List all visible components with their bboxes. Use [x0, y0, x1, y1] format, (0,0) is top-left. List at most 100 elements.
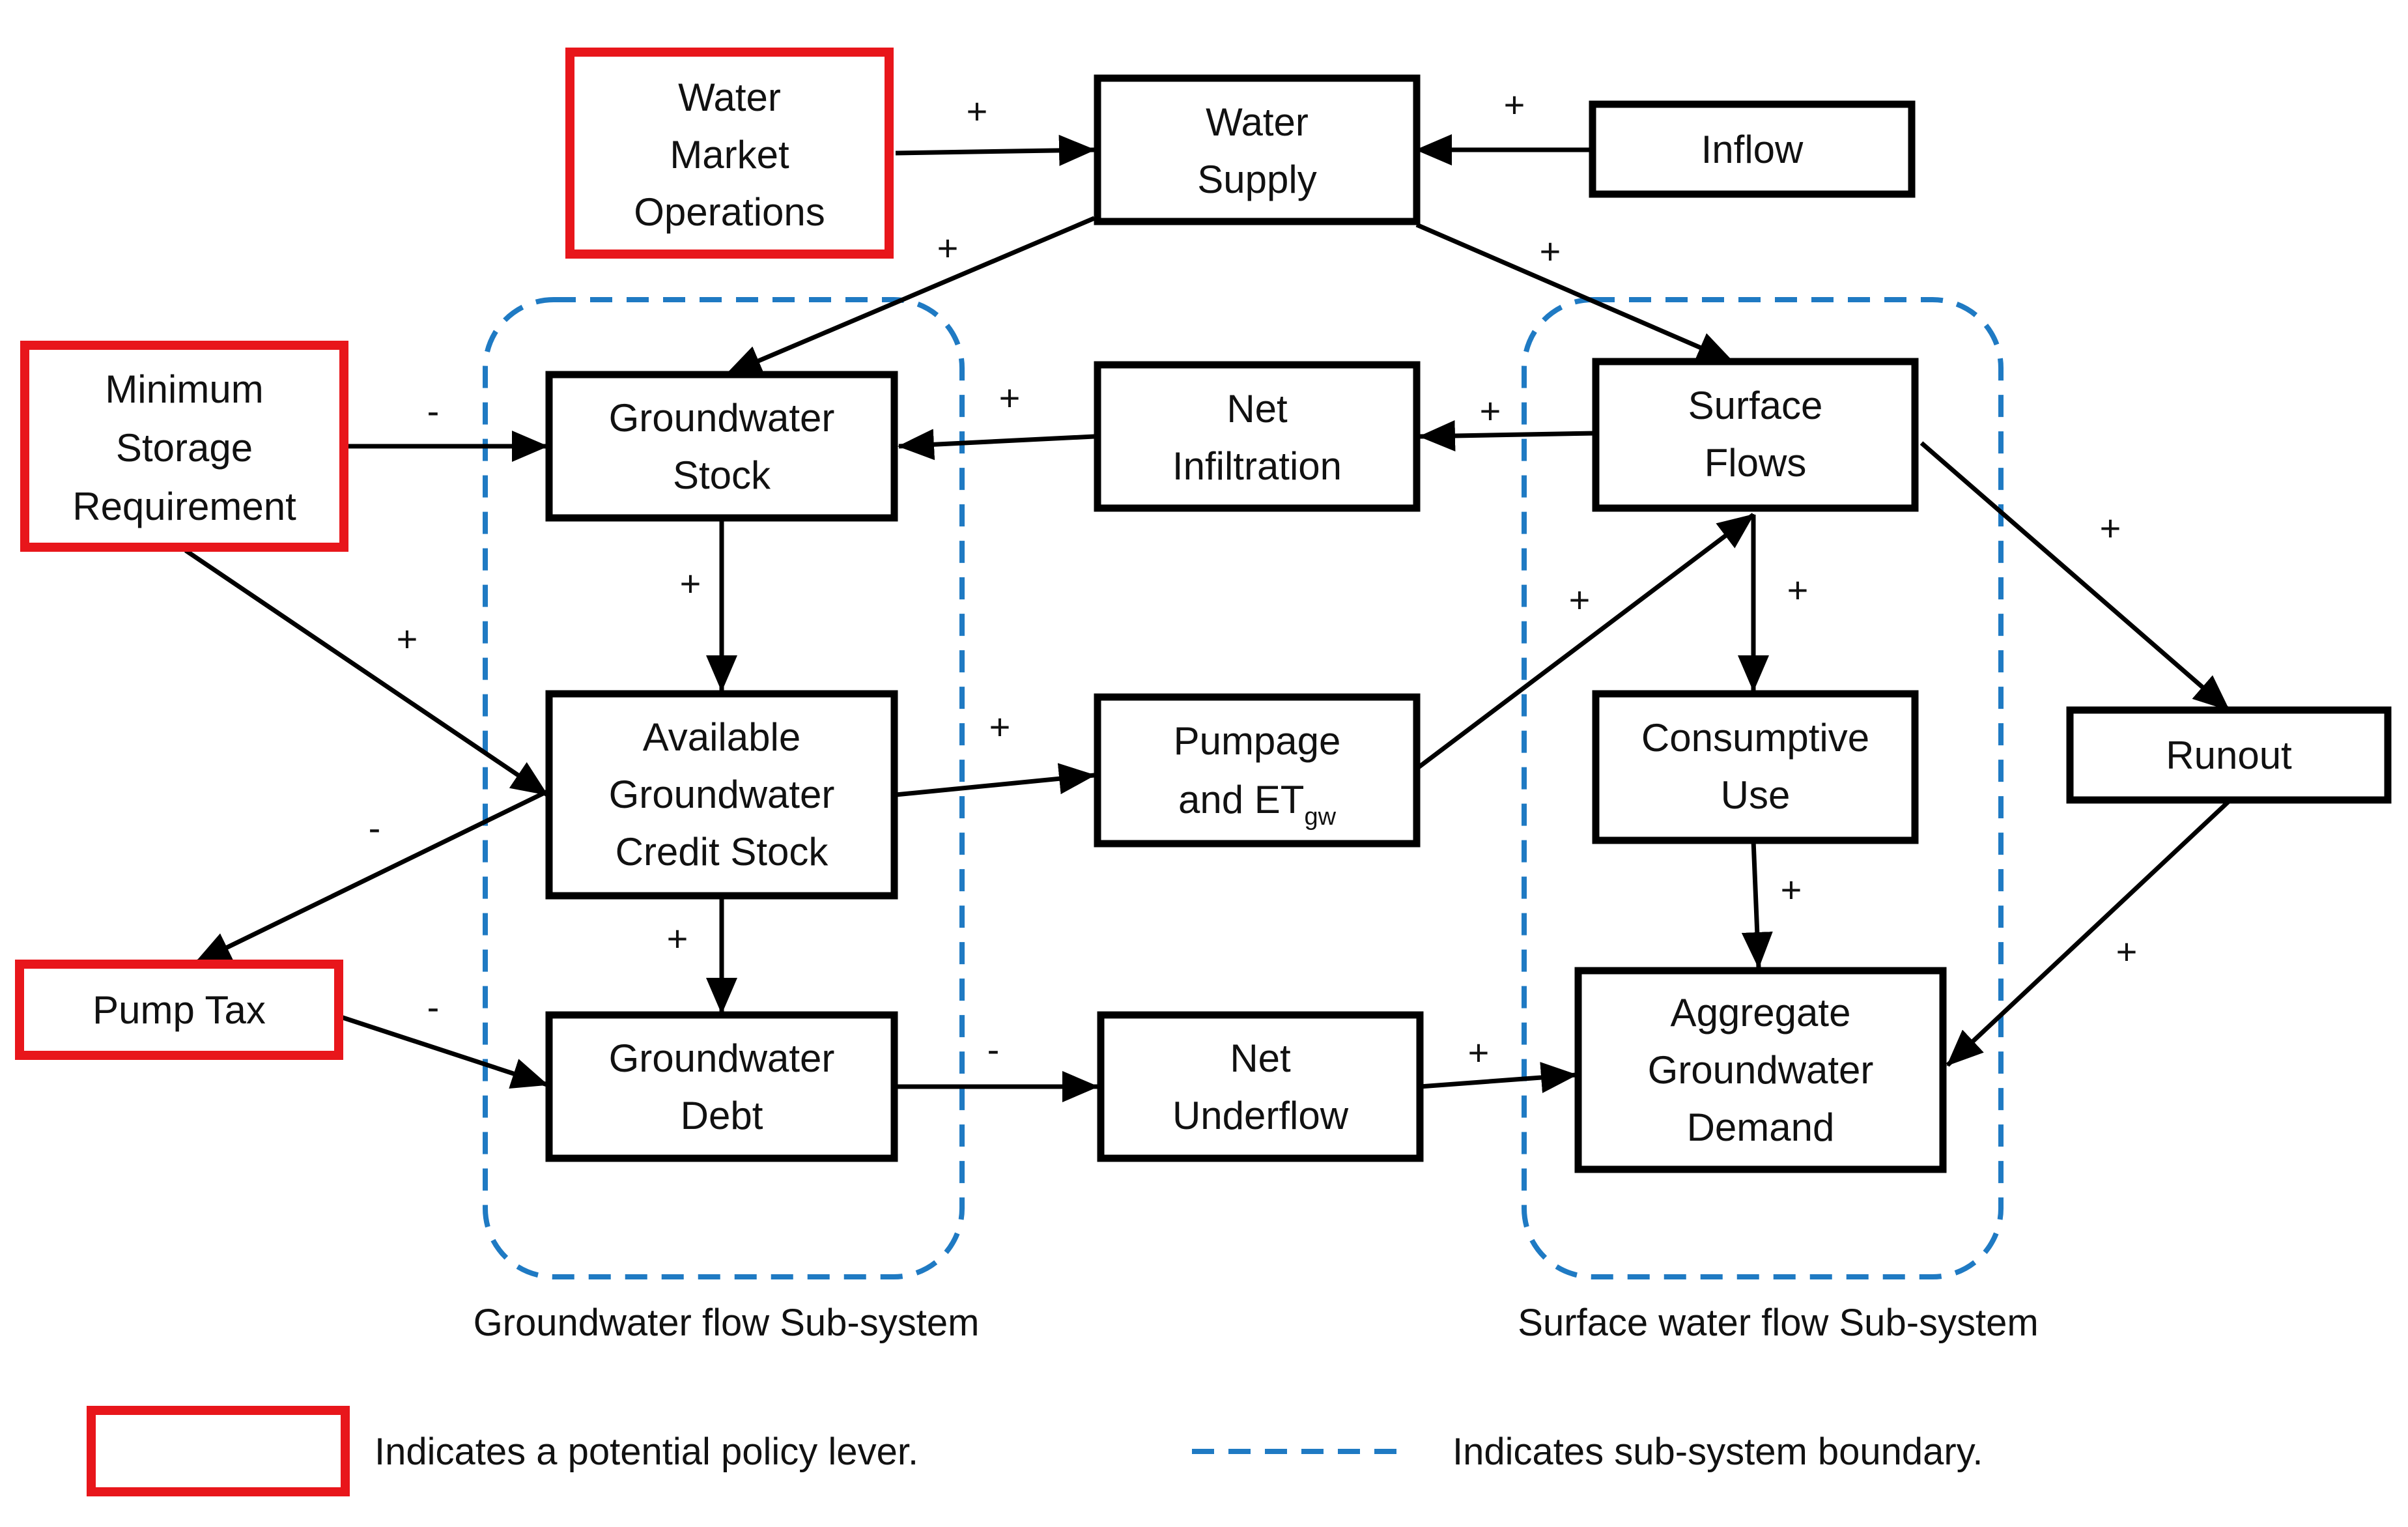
policy-lever-box [20, 341, 348, 552]
edge-available-groundwater-credit-stock-to-pump-tax [194, 789, 548, 965]
node-net-infiltration: Net Infiltration [1094, 361, 1421, 512]
edge-water-supply-to-groundwater-stock [725, 216, 1096, 377]
surface-subsystem-caption: Surface water flow Sub-system [1518, 1302, 2038, 1344]
node-label-line: Stock [673, 453, 771, 497]
node-box [1589, 100, 1916, 198]
node-box [1097, 1011, 1424, 1162]
policy-lever-box [565, 48, 894, 259]
sign-consumptive-use-to-aggregate-groundwater-demand: + [1781, 869, 1802, 910]
node-box [1592, 690, 1919, 844]
node-pumpage-and-et: Pumpage and ETgw [1094, 693, 1421, 848]
node-consumptive-use: Consumptive Use [1592, 690, 1919, 844]
node-label-line: Minimum [105, 367, 263, 411]
edge-signs: + + + + - + + + + + + + + - + - - + + + [369, 84, 2138, 1073]
legend-boundary-text: Indicates sub-system boundary. [1452, 1431, 1983, 1473]
node-label-line: Water [1206, 100, 1309, 144]
sign-net-underflow-to-aggregate-groundwater-demand: + [1468, 1032, 1490, 1073]
sign-available-groundwater-credit-stock-to-pump-tax: - [369, 807, 381, 848]
node-water-market-operations: Water Market Operations [565, 48, 894, 259]
legend: Indicates a potential policy lever. Indi… [87, 1406, 1983, 1496]
edge-water-market-operations-to-water-supply [895, 134, 1096, 166]
node-box [545, 371, 898, 522]
legend-policy-lever-text: Indicates a potential policy lever. [375, 1431, 918, 1473]
sign-surface-flows-to-consumptive-use: + [1787, 569, 1809, 610]
edge-pump-tax-to-groundwater-debt [337, 1014, 548, 1089]
sign-pump-tax-to-groundwater-debt: - [427, 986, 440, 1027]
node-label-line: Net [1230, 1036, 1291, 1080]
node-label-line: Consumptive [1641, 716, 1869, 760]
node-box [1094, 74, 1421, 225]
node-label-line: Groundwater [609, 1036, 835, 1080]
node-label-line: Use [1721, 773, 1791, 817]
node-label-line: Supply [1197, 158, 1316, 201]
edge-consumptive-use-to-consumptive-use-to-aggregate-groundwater-demand [1741, 840, 1773, 969]
sign-available-groundwater-credit-stock-to-groundwater-debt: + [667, 918, 688, 959]
node-net-underflow: Net Underflow [1097, 1011, 1424, 1162]
node-box [545, 690, 898, 900]
sign-water-supply-to-surface-flows: + [1540, 231, 1561, 272]
node-label-line: Requirement [72, 485, 296, 528]
edge-runout-to-aggregate-groundwater-demand [1946, 799, 2231, 1067]
node-label-line: Flows [1705, 441, 1807, 485]
policy-lever-box [15, 960, 343, 1060]
sign-groundwater-debt-to-net-underflow: - [987, 1029, 1000, 1070]
sign-pumpage-and-et-to-surface-flows: + [1569, 579, 1591, 620]
sign-water-market-operations-to-water-supply: + [967, 91, 988, 132]
node-label-line: Inflow [1701, 128, 1804, 171]
node-label-line: and ETgw [1178, 778, 1337, 831]
node-label-line: Water [678, 76, 781, 119]
groundwater-subsystem-caption: Groundwater flow Sub-system [474, 1302, 980, 1344]
node-label-line: Pump Tax [92, 988, 266, 1032]
node-pump-tax: Pump Tax [15, 960, 343, 1060]
node-box [1094, 361, 1421, 512]
node-label-line: Debt [681, 1094, 763, 1137]
node-label-line: Operations [634, 190, 825, 234]
node-inflow: Inflow [1589, 100, 1916, 198]
sign-minimum-storage-requirement-to-available-groundwater-credit-stock: + [397, 618, 418, 659]
node-label-line: Storage [116, 426, 253, 470]
node-minimum-storage-requirement: Minimum Storage Requirement [20, 341, 348, 552]
node-water-supply: Water Supply [1094, 74, 1421, 225]
node-groundwater-debt: Groundwater Debt [545, 1011, 898, 1162]
node-label-line: Pumpage [1174, 719, 1341, 763]
sign-inflow-to-water-supply: + [1504, 84, 1525, 125]
node-box [1094, 693, 1421, 848]
node-box [1592, 358, 1919, 512]
node-label-line: Infiltration [1172, 444, 1342, 488]
node-label-line: Runout [2166, 734, 2292, 777]
edge-surface-flows-to-net-infiltration [1419, 420, 1596, 451]
edge-water-supply-to-surface-flows [1415, 222, 1734, 364]
node-available-groundwater-credit-stock: Available Groundwater Credit Stock [545, 690, 898, 900]
legend-policy-lever-swatch [87, 1406, 350, 1496]
surface-subsystem-boundary [1522, 297, 2004, 1279]
sign-net-infiltration-to-groundwater-stock: + [999, 377, 1021, 418]
node-label-line: Groundwater [609, 396, 835, 440]
node-label-line: Demand [1687, 1106, 1835, 1149]
edge-surface-flows-to-runout [1919, 441, 2231, 712]
node-groundwater-stock: Groundwater Stock [545, 371, 898, 522]
node-label-line: Underflow [1172, 1094, 1349, 1137]
edge-pumpage-and-et-to-surface-flows [1415, 513, 1755, 771]
node-surface-flows: Surface Flows [1592, 358, 1919, 512]
sign-groundwater-stock-to-available-groundwater-credit-stock: + [680, 563, 701, 604]
node-label-line: Available [643, 715, 800, 759]
edge-available-groundwater-credit-stock-to-pumpage-and-et [895, 763, 1096, 797]
et-subscript-text: gw [1304, 803, 1336, 831]
sign-surface-flows-to-runout: + [2100, 507, 2121, 549]
node-label-line: Groundwater [609, 773, 835, 816]
node-box [545, 1011, 898, 1162]
node-box [1574, 967, 1947, 1173]
node-label-line: Net [1226, 387, 1288, 431]
edge-net-infiltration-to-groundwater-stock [898, 429, 1095, 461]
node-label-line: Aggregate [1671, 991, 1851, 1035]
node-label-line: Market [670, 133, 789, 177]
node-label-line: Surface [1688, 384, 1823, 427]
node-label-line: Credit Stock [616, 830, 829, 874]
sign-water-supply-to-groundwater-stock: + [937, 227, 959, 268]
edges-layer [184, 134, 2231, 1102]
sign-surface-flows-to-net-infiltration: + [1480, 390, 1501, 431]
edge-minimum-storage-requirement-to-available-groundwater-credit-stock [184, 549, 548, 797]
sign-minimum-storage-requirement-to-groundwater-stock: - [427, 390, 440, 431]
